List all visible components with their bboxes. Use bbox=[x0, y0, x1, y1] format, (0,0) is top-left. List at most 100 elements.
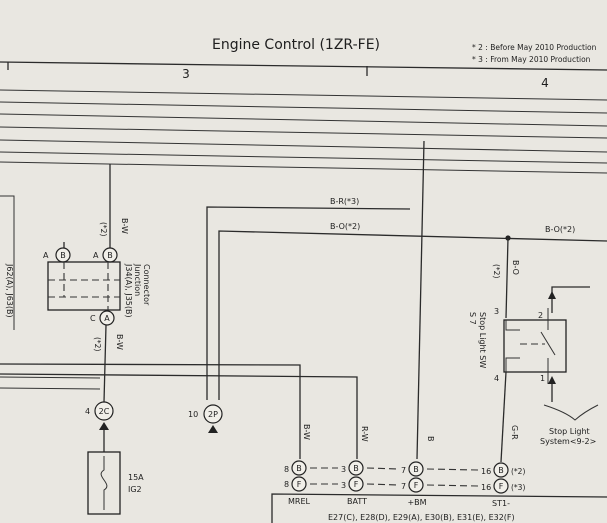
connector-2c-arrow bbox=[99, 422, 109, 430]
bw-lower-label: B-W bbox=[115, 334, 124, 350]
rw-batt-label: R-W bbox=[360, 426, 369, 442]
switch-name: Stop Light SW bbox=[478, 312, 487, 368]
junction-pin-a2-letter: A bbox=[93, 251, 99, 260]
stop-light-dest: Stop Light bbox=[549, 427, 590, 436]
switch-pin-1: 1 bbox=[540, 374, 545, 383]
bo2-mid-label: B-O(*2) bbox=[330, 222, 360, 231]
ruler-line bbox=[0, 61, 607, 71]
connector-2p bbox=[203, 404, 223, 424]
destination-brace bbox=[543, 404, 599, 421]
switch-blade bbox=[540, 331, 556, 356]
wire-b-bm bbox=[416, 140, 425, 460]
ecm-mrel-b-num: 8 bbox=[284, 465, 289, 474]
ecm-dash-b3 bbox=[426, 468, 479, 471]
switch-arrow-bottom bbox=[548, 376, 556, 384]
gr-st1-label-group: G-R bbox=[510, 425, 519, 440]
connector-2c-label: 2C bbox=[99, 407, 110, 416]
note-from-2010: * 3 : From May 2010 Production bbox=[472, 55, 591, 64]
br3-label: B-R(*3) bbox=[330, 197, 359, 206]
connector-2c bbox=[94, 401, 114, 421]
ecm-st1-b-note: (*2) bbox=[511, 467, 525, 476]
bw-upper-label: B-W bbox=[120, 218, 129, 234]
gr-st1-label: G-R bbox=[510, 425, 519, 440]
bw-mrel-label: B-W bbox=[302, 424, 311, 440]
switch-pin-2: 2 bbox=[538, 311, 543, 320]
left-connector-label: J62(A), J63(B) bbox=[5, 263, 14, 318]
ecm-mrel-f-sym: F bbox=[297, 480, 302, 489]
bo-vert-label: B-O bbox=[511, 260, 520, 275]
switch-name-group: S 7 Stop Light SW bbox=[468, 312, 487, 368]
ecm-outline bbox=[271, 493, 607, 523]
wire-bw-mrel bbox=[0, 363, 301, 459]
bw-upper-note: (*2) bbox=[99, 222, 108, 236]
column-number-4: 4 bbox=[541, 76, 549, 90]
ecm-batt-f-sym: F bbox=[354, 480, 359, 489]
ecm-batt-f-num: 3 bbox=[341, 481, 346, 490]
ecm-batt-b bbox=[348, 460, 364, 476]
bw-lower-note-group: (*2) bbox=[93, 337, 102, 351]
ecm-mrel-b-sym: B bbox=[296, 464, 302, 473]
bw-upper-note-group: (*2) bbox=[99, 222, 108, 236]
junction-name-line-2: Junction bbox=[133, 263, 142, 296]
wire-bo2 bbox=[218, 230, 607, 400]
wire-junction-to-2c bbox=[103, 324, 107, 403]
stop-light-switch-box bbox=[503, 319, 567, 373]
junction-pin-c-sym: A bbox=[104, 314, 110, 323]
fuse-box bbox=[87, 451, 121, 515]
bw-upper-label-group: B-W bbox=[120, 218, 129, 234]
ecm-bm-b-num: 7 bbox=[401, 466, 406, 475]
junction-pin-c-letter: C bbox=[90, 314, 96, 323]
bo-vert-note-group: (*2) bbox=[492, 264, 501, 278]
ecm-label-mrel: MREL bbox=[288, 497, 311, 506]
left-edge-wire bbox=[0, 195, 15, 330]
switch-wire-top bbox=[551, 286, 590, 313]
wire-bo-vert bbox=[505, 237, 509, 319]
ecm-bm-f-sym: F bbox=[414, 481, 419, 490]
bw-lower-label-group: B-W bbox=[115, 334, 124, 350]
junction-name-group: J34(A), J35(B) Junction Connector bbox=[124, 263, 151, 318]
bo-vert-label-group: B-O bbox=[511, 260, 520, 275]
wire-gr-st1 bbox=[500, 371, 507, 463]
ecm-st1-f-sym: F bbox=[499, 482, 504, 491]
bw-lower-note: (*2) bbox=[93, 337, 102, 351]
ecm-batt-b-num: 3 bbox=[341, 465, 346, 474]
ecm-st1-b-num: 16 bbox=[481, 467, 491, 476]
ecm-label-st1: ST1- bbox=[492, 499, 510, 508]
connector-2p-arrow bbox=[208, 425, 218, 433]
ecm-bm-b bbox=[408, 461, 424, 477]
junction-name-line-3: Connector bbox=[142, 264, 151, 306]
ecm-mrel-f-num: 8 bbox=[284, 480, 289, 489]
fuse-amperage: 15A bbox=[128, 473, 144, 482]
junction-box bbox=[47, 261, 121, 311]
ecm-st1-f-note: (*3) bbox=[511, 483, 525, 492]
ecm-label-bm: +BM bbox=[407, 498, 426, 507]
ecm-bm-f-num: 7 bbox=[401, 482, 406, 491]
ecm-st1-b-sym: B bbox=[498, 466, 504, 475]
bus-lines bbox=[0, 89, 607, 390]
switch-pin-4: 4 bbox=[494, 374, 499, 383]
switch-arrow-top bbox=[548, 291, 556, 299]
fuse-name: IG2 bbox=[128, 485, 142, 494]
wire-rw-batt bbox=[0, 373, 358, 459]
ecm-st1-f-num: 16 bbox=[481, 483, 491, 492]
left-connector-label-group: J62(A), J63(B) bbox=[5, 263, 14, 318]
bo-vert-note: (*2) bbox=[492, 264, 501, 278]
diagram-title: Engine Control (1ZR-FE) bbox=[212, 37, 380, 53]
ecm-dash-f3 bbox=[426, 484, 479, 487]
ecm-batt-b-sym: B bbox=[353, 464, 359, 473]
connector-2p-label: 2P bbox=[208, 410, 218, 419]
stop-light-dest-ref: System<9-2> bbox=[540, 437, 596, 446]
ecm-st1-f bbox=[493, 478, 509, 494]
ecm-dash-f2 bbox=[366, 483, 399, 486]
ecm-batt-f bbox=[348, 476, 364, 492]
junction-pin-a1-letter: A bbox=[43, 251, 49, 260]
switch-contacts-left bbox=[505, 320, 520, 372]
note-before-2010: * 2 : Before May 2010 Production bbox=[472, 43, 597, 52]
fuse-element bbox=[100, 456, 108, 510]
switch-number: S 7 bbox=[468, 312, 477, 325]
junction-name-line-1: J34(A), J35(B) bbox=[124, 263, 133, 318]
ecm-bm-f bbox=[408, 477, 424, 493]
rw-batt-label-group: R-W bbox=[360, 426, 369, 442]
wire-br3 bbox=[206, 206, 411, 400]
b-bm-label-group: B bbox=[426, 436, 435, 442]
